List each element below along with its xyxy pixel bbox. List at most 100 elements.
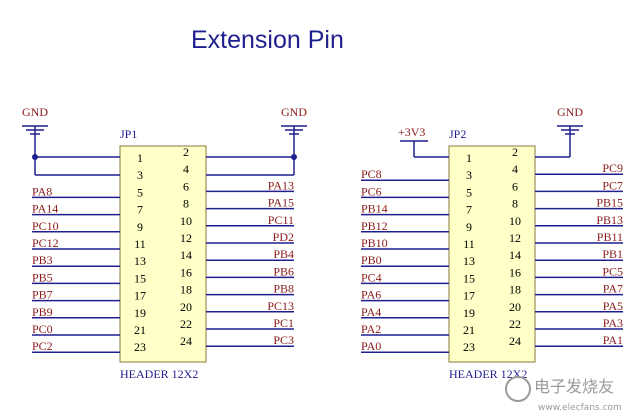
net-label-right: PB11 [597, 230, 623, 244]
net-label-left: PB12 [361, 219, 388, 233]
net-label-left: PA8 [32, 184, 52, 198]
net-label-right: PB1 [602, 247, 623, 261]
pin-number-left: 15 [463, 271, 475, 285]
pin-number-right: 20 [180, 300, 192, 314]
pin-number-left: 11 [134, 237, 146, 251]
net-label-right: PB8 [273, 282, 294, 296]
pin-number-right: 18 [180, 283, 192, 297]
net-label-left: PA6 [361, 288, 381, 302]
net-label-left: PC6 [361, 184, 382, 198]
pin-number-left: 5 [137, 185, 143, 199]
net-label-left: PC4 [361, 270, 382, 284]
net-label-right: PA3 [603, 316, 623, 330]
pin-number-left: 7 [466, 203, 472, 217]
net-label-right: PA5 [603, 299, 623, 313]
net-label-right: PC9 [602, 161, 623, 175]
watermark-logo-icon [505, 376, 531, 402]
pin-number-left: 13 [134, 254, 146, 268]
junction-dot-icon [32, 154, 38, 160]
pin-number-left: 19 [134, 306, 146, 320]
net-label-right: PB4 [273, 247, 294, 261]
net-label-left: PB14 [361, 202, 388, 216]
pin-number-left: 19 [463, 306, 475, 320]
net-label-left: PB7 [32, 288, 53, 302]
watermark: 电子发烧友 www.elecfans.com [505, 376, 622, 413]
pin-number-left: 1 [137, 151, 143, 165]
header-ref-label: JP2 [449, 127, 466, 141]
net-label-left: PA0 [361, 339, 381, 353]
pin-number-right: 6 [512, 179, 518, 193]
pin-number-right: 20 [509, 300, 521, 314]
net-label-right: PC7 [602, 178, 623, 192]
junction-dot-icon [291, 154, 297, 160]
net-label-right: PA13 [268, 178, 294, 192]
net-label-right: PC3 [273, 333, 294, 347]
pin-number-right: 24 [180, 334, 192, 348]
net-label-left: PB5 [32, 270, 53, 284]
net-label-right: PD2 [273, 230, 294, 244]
pin-number-right: 16 [180, 265, 192, 279]
pin-number-left: 5 [466, 185, 472, 199]
net-label-left: PC12 [32, 236, 59, 250]
net-label-right: PA7 [603, 282, 623, 296]
pin-number-left: 21 [134, 323, 146, 337]
net-label-right: PA1 [603, 333, 623, 347]
pin-number-left: 15 [134, 271, 146, 285]
net-label-left: PB3 [32, 253, 53, 267]
pin-number-left: 13 [463, 254, 475, 268]
pin-number-left: 9 [137, 220, 143, 234]
net-label-left: PB0 [361, 253, 382, 267]
pin-number-right: 6 [183, 179, 189, 193]
pin-number-left: 9 [466, 220, 472, 234]
net-label-left: PA4 [361, 305, 381, 319]
power-3v3-label: +3V3 [398, 125, 425, 139]
net-label-right: PB15 [596, 196, 623, 210]
net-label-right: PB13 [596, 213, 623, 227]
pin-number-left: 17 [134, 289, 146, 303]
gnd-label: GND [557, 105, 583, 119]
pin-number-right: 18 [509, 283, 521, 297]
net-label-left: PB9 [32, 305, 53, 319]
header-ref-label: JP1 [120, 127, 137, 141]
pin-number-right: 8 [512, 197, 518, 211]
pin-number-right: 2 [183, 145, 189, 159]
pin-number-left: 23 [463, 340, 475, 354]
net-label-right: PC13 [267, 299, 294, 313]
net-label-right: PC5 [602, 264, 623, 278]
net-label-left: PA2 [361, 322, 381, 336]
pin-number-left: 17 [463, 289, 475, 303]
pin-number-left: 23 [134, 340, 146, 354]
pin-number-right: 16 [509, 265, 521, 279]
net-label-left: PC2 [32, 339, 53, 353]
gnd-label: GND [281, 105, 307, 119]
page-title: Extension Pin [191, 26, 344, 54]
watermark-url: www.elecfans.com [538, 403, 622, 413]
pin-number-left: 21 [463, 323, 475, 337]
net-label-right: PA15 [268, 196, 294, 210]
pin-number-right: 12 [509, 231, 521, 245]
pin-number-right: 10 [180, 214, 192, 228]
pin-number-left: 1 [466, 151, 472, 165]
header-body [448, 145, 536, 363]
pin-number-right: 10 [509, 214, 521, 228]
net-label-left: PC0 [32, 322, 53, 336]
net-label-right: PC11 [268, 213, 294, 227]
gnd-label: GND [22, 105, 48, 119]
pin-number-left: 11 [463, 237, 475, 251]
pin-number-right: 22 [180, 317, 192, 331]
pin-number-right: 4 [512, 162, 518, 176]
pin-number-left: 3 [137, 168, 143, 182]
pin-number-right: 24 [509, 334, 521, 348]
net-label-left: PA14 [32, 202, 58, 216]
header-body [119, 145, 207, 363]
pin-number-left: 3 [466, 168, 472, 182]
net-label-left: PB10 [361, 236, 388, 250]
net-label-left: PC8 [361, 167, 382, 181]
pin-number-right: 4 [183, 162, 189, 176]
watermark-text: 电子发烧友 [534, 377, 614, 396]
pin-number-right: 14 [509, 248, 521, 262]
pin-number-right: 2 [512, 145, 518, 159]
net-label-left: PC10 [32, 219, 59, 233]
